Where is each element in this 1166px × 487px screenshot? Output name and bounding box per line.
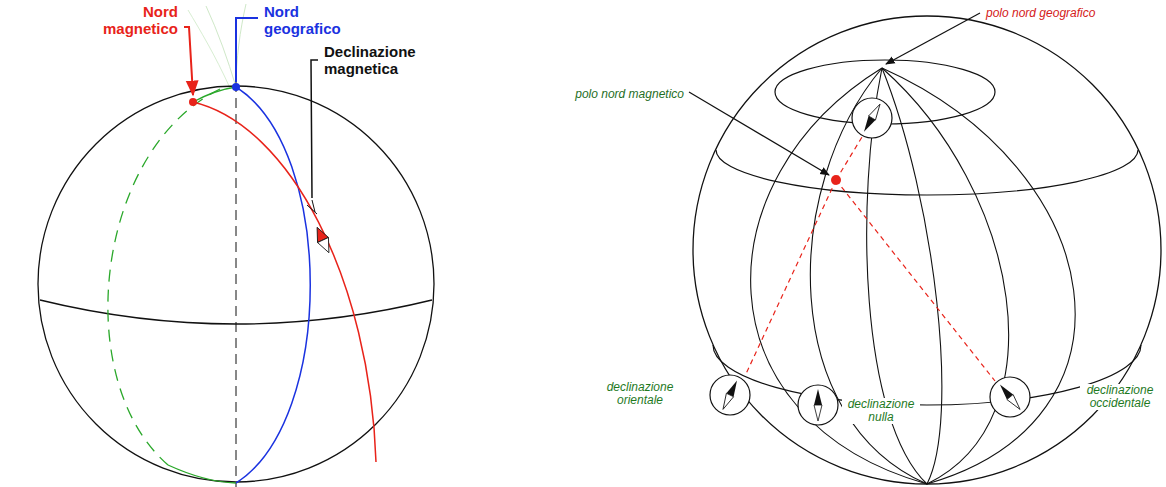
- magnetic-pole-dot: [189, 98, 197, 106]
- annotation-label: declinazione occidentale: [1080, 384, 1160, 410]
- meridian: [751, 68, 927, 484]
- annotation-label: declinazione orientale: [600, 381, 680, 407]
- label-box: declinazione nulla: [842, 398, 920, 425]
- compass-rose: [798, 385, 838, 425]
- compass-needle: [719, 379, 740, 411]
- label-box: Nord magnetico: [92, 4, 180, 38]
- declination-line: [745, 137, 995, 381]
- leader-line: [689, 92, 829, 175]
- geographic-meridian: [236, 87, 310, 483]
- label-box: Nord geografico: [262, 4, 354, 38]
- magnetic-meridian-back: [108, 89, 220, 465]
- equator: [40, 300, 432, 324]
- magnetic-meridian-back: [168, 465, 236, 483]
- right-globe: [689, 13, 1161, 484]
- field-line: [236, 4, 246, 87]
- compass: [798, 385, 838, 425]
- equator: [713, 345, 1141, 405]
- field-line: [206, 6, 236, 87]
- label-box: Declinazione magnetica: [322, 44, 440, 78]
- needle-north: [814, 389, 822, 405]
- leader-line: [184, 27, 193, 95]
- needle-south: [814, 405, 822, 421]
- compass-rose: [710, 375, 750, 415]
- label-box: declinazione occidentale: [1080, 384, 1160, 411]
- magnetic-meridian: [193, 102, 376, 462]
- compass-needle: [997, 382, 1023, 412]
- needle-south: [318, 237, 335, 255]
- magnetic-pole-dot: [831, 175, 841, 185]
- compass-rose: [990, 377, 1030, 417]
- magnetic-meridian-back: [193, 87, 236, 102]
- globe-outline: [693, 16, 1161, 484]
- compass-needle: [861, 102, 884, 134]
- label-box: polo nord geografico: [984, 3, 1134, 21]
- needle-south: [719, 393, 733, 411]
- annotation-label: declinazione nulla: [842, 398, 920, 424]
- leader-line: [886, 13, 980, 64]
- compass: [990, 377, 1030, 417]
- annotation-label: polo nord magnetico: [573, 88, 686, 101]
- compass: [852, 98, 892, 138]
- needle-south: [869, 102, 884, 120]
- needle-south: [1007, 394, 1023, 411]
- compass-needle: [814, 389, 822, 421]
- field-line: [188, 10, 230, 88]
- compass-needle: [312, 225, 335, 255]
- label-box: polo nord magnetico: [548, 84, 686, 102]
- globe-label: Declinazione magnetica: [322, 44, 440, 77]
- geographic-pole-dot: [232, 83, 240, 91]
- leader-line: [236, 18, 258, 82]
- annotation-label: polo nord geografico: [984, 7, 1097, 20]
- compass: [710, 375, 750, 415]
- globe-label: Nord magnetico: [92, 4, 180, 37]
- label-box: declinazione orientale: [600, 381, 680, 408]
- leader-line: [311, 60, 318, 198]
- compass-rose: [852, 98, 892, 138]
- rotation-axis: [236, 50, 237, 487]
- declination-angle: [307, 200, 317, 214]
- globe-label: Nord geografico: [262, 4, 354, 37]
